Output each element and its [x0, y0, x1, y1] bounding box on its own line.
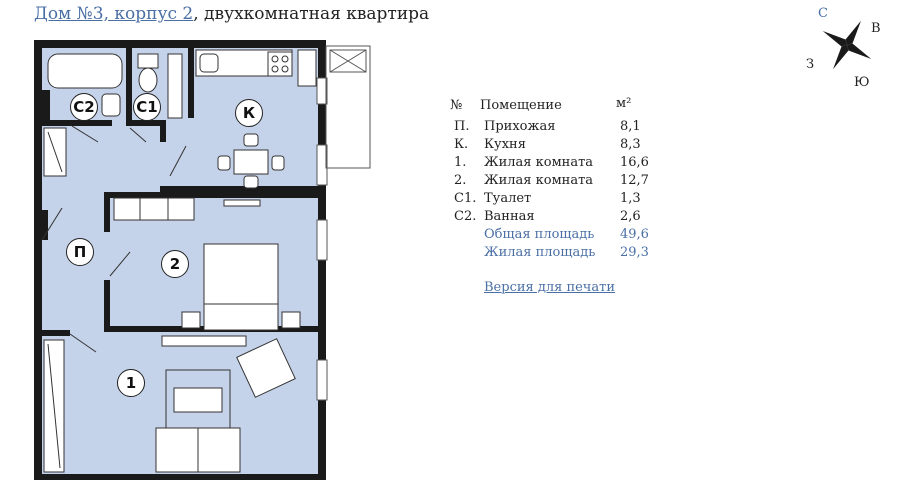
room2-furniture — [113, 197, 301, 331]
table-row-area: 16,6 — [620, 155, 649, 170]
label-room-2: 2 — [161, 250, 189, 278]
compass-icon: С В Ю З — [806, 6, 881, 90]
table-row-name: Туалет — [484, 191, 532, 206]
table-row-name: Жилая комната — [484, 173, 594, 188]
compass-west: З — [806, 57, 814, 72]
label-room-1: 1 — [117, 369, 145, 397]
table-row-name: Жилая комната — [484, 155, 594, 170]
table-row-area: 2,6 — [620, 209, 641, 224]
table-row-name: Прихожая — [484, 119, 556, 134]
compass-south: Ю — [854, 75, 870, 90]
table-row-area: 1,3 — [620, 191, 641, 206]
table-row-num: К. — [454, 137, 469, 152]
table-row-num: П. — [454, 119, 470, 134]
table-header-unit: м² — [616, 96, 632, 111]
label-bathroom: С2 — [70, 93, 98, 121]
house-link[interactable]: Дом №3, корпус 2 — [34, 4, 194, 24]
compass-north: С — [818, 6, 828, 21]
windows — [316, 77, 328, 401]
title-suffix: , двухкомнатная квартира — [193, 4, 430, 24]
total-area-label: Общая площадь — [484, 227, 595, 242]
balcony — [325, 45, 371, 169]
table-row-num: 2. — [454, 173, 467, 188]
living-area-value: 29,3 — [620, 245, 649, 260]
table-row-num: С1. — [454, 191, 477, 206]
hall-closet — [43, 127, 67, 177]
table-row-area: 8,1 — [620, 119, 641, 134]
table-row-num: 1. — [454, 155, 467, 170]
living-area-label: Жилая площадь — [484, 245, 596, 260]
table-row-name: Кухня — [484, 137, 526, 152]
total-area-value: 49,6 — [620, 227, 649, 242]
label-toilet: С1 — [133, 93, 161, 121]
table-row-area: 12,7 — [620, 173, 649, 188]
page-title: Дом №3, корпус 2, двухкомнатная квартира — [34, 4, 429, 24]
label-hallway: П — [66, 238, 94, 266]
print-version-link[interactable]: Версия для печати — [484, 280, 616, 295]
room1-furniture — [43, 335, 296, 473]
table-header-name: Помещение — [480, 98, 562, 113]
table-row-num: С2. — [454, 209, 477, 224]
compass-east: В — [871, 21, 881, 36]
table-header-num: № — [450, 98, 463, 113]
kitchen-fixtures — [195, 49, 317, 189]
label-kitchen: К — [235, 99, 263, 127]
table-row-area: 8,3 — [620, 137, 641, 152]
door-swings — [41, 125, 187, 353]
bath-fixtures — [47, 53, 183, 119]
table-row-name: Ванная — [484, 209, 535, 224]
